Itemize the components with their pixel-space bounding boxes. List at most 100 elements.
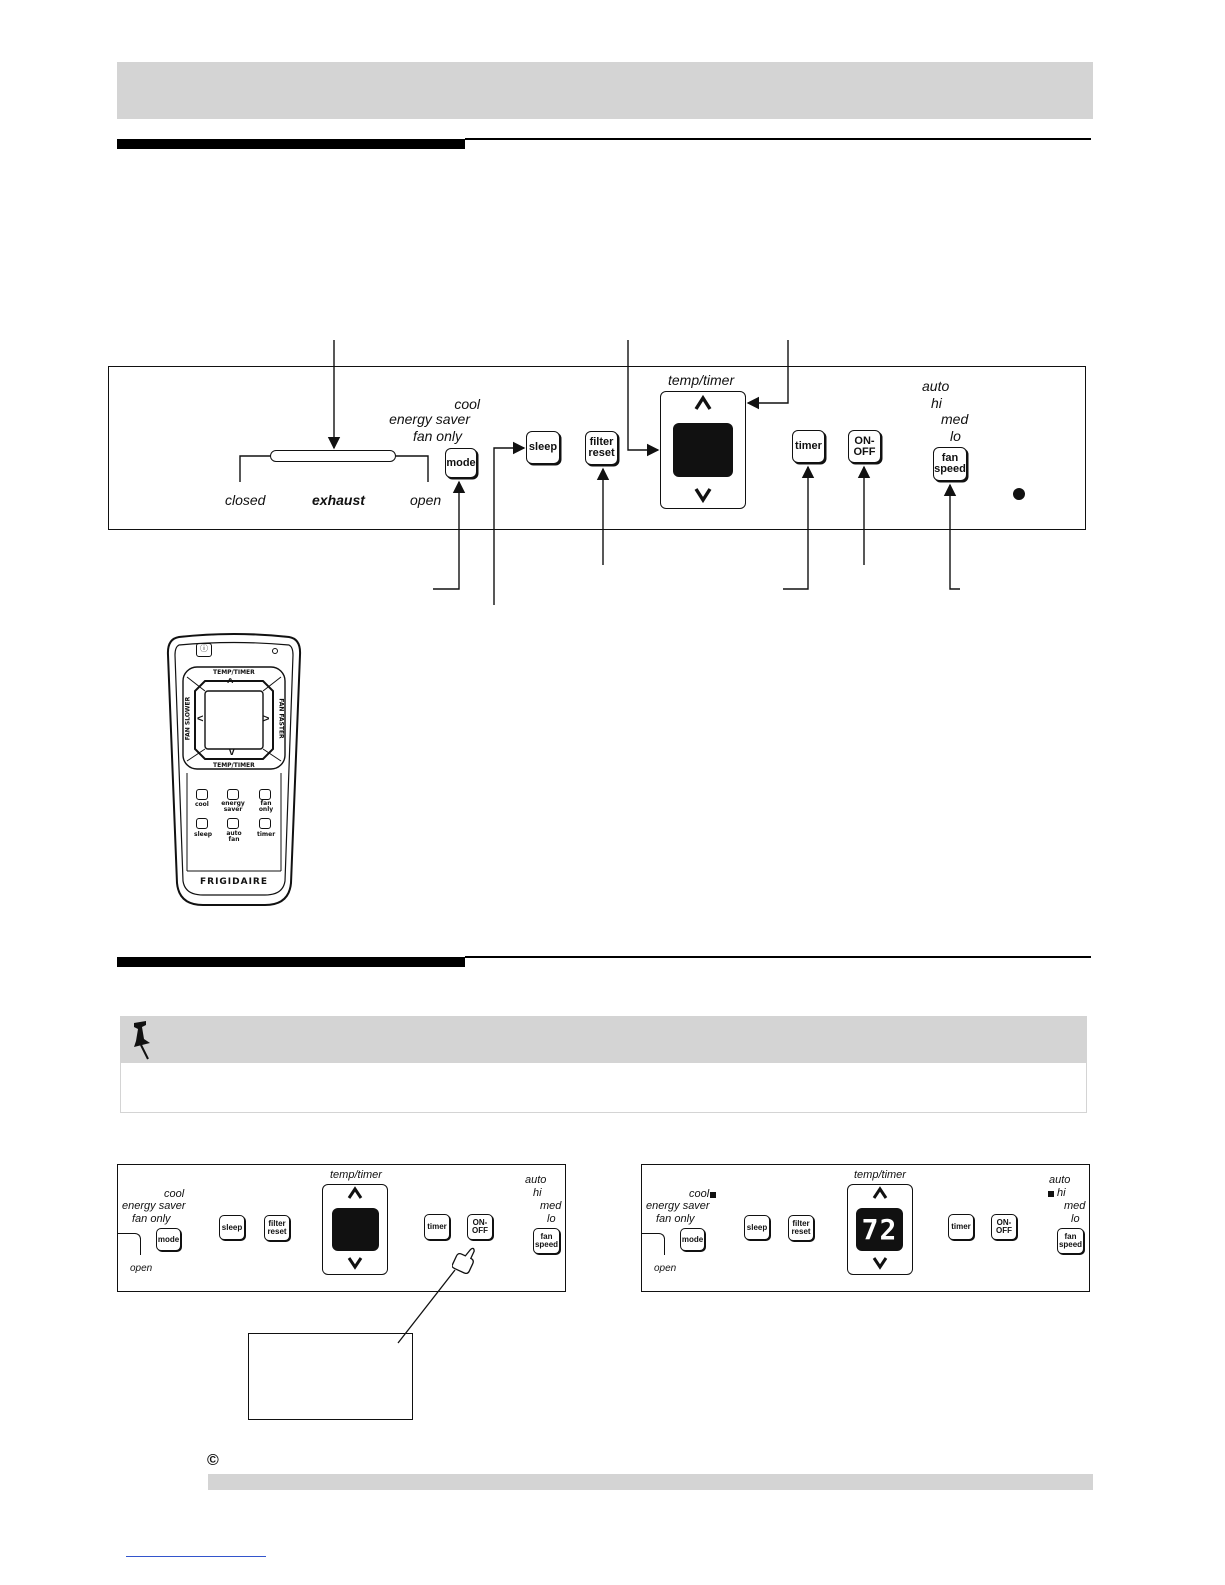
left-temp-display — [332, 1208, 379, 1251]
section-rule-thick-2 — [117, 957, 465, 967]
right-fan-lo: lo — [1071, 1213, 1080, 1225]
temp-down-button[interactable] — [690, 484, 716, 508]
left-fan-lo: lo — [547, 1213, 556, 1225]
exhaust-label: exhaust — [312, 492, 365, 508]
mode-option-energy-saver: energy saver — [389, 411, 470, 427]
remote-energy-saver-label: energy saver — [221, 800, 245, 813]
remote-cool-button[interactable] — [196, 789, 208, 800]
left-mode-energy-saver: energy saver — [122, 1200, 186, 1212]
exhaust-closed-label: closed — [225, 492, 266, 508]
mode-option-cool: cool — [454, 396, 480, 412]
power-icon: ⓘ — [200, 644, 208, 653]
fan-option-lo: lo — [950, 428, 961, 444]
remote-temp-timer-bottom: TEMP/TIMER — [213, 762, 255, 769]
right-fan-auto: auto — [1049, 1174, 1071, 1186]
note-header — [120, 1016, 1087, 1063]
exhaust-open-label: open — [410, 492, 442, 508]
remote-timer-button[interactable] — [259, 818, 271, 829]
footer-bar — [208, 1474, 1093, 1490]
right-exhaust-edge — [641, 1233, 665, 1255]
left-fan-hi: hi — [533, 1187, 542, 1199]
power-button[interactable]: ⓘ — [196, 643, 212, 657]
copyright-icon: © — [207, 1452, 219, 1469]
remote-down-button[interactable]: v — [229, 747, 235, 758]
remote-up-button[interactable]: ^ — [227, 677, 234, 689]
right-temp-up-button[interactable] — [868, 1184, 892, 1204]
remote-sleep-button[interactable] — [196, 818, 208, 829]
temp-display — [673, 423, 733, 477]
note-body — [120, 1063, 1087, 1113]
fan-option-auto: auto — [922, 378, 950, 394]
callout-box — [248, 1333, 413, 1420]
right-temp-display: 72 — [856, 1208, 903, 1251]
left-on-off-button[interactable]: ON-OFF — [467, 1214, 493, 1240]
left-temp-timer-label: temp/timer — [330, 1169, 382, 1181]
remote-brand-logo: FRIGIDAIRE — [199, 877, 269, 887]
remote-auto-fan-label: auto fan — [226, 830, 242, 843]
right-temp-down-button[interactable] — [868, 1254, 892, 1274]
fan-option-med: med — [941, 411, 969, 427]
right-mode-fan-only: fan only — [656, 1213, 695, 1225]
section-rule-thin — [465, 138, 1091, 140]
right-mode-cool: cool — [689, 1188, 710, 1200]
mode-button[interactable]: mode — [445, 448, 477, 478]
remote-temp-timer-top: TEMP/TIMER — [213, 669, 255, 676]
remote-left-button[interactable]: < — [197, 713, 204, 725]
right-temp-timer-label: temp/timer — [854, 1169, 906, 1181]
indicator-dot — [1013, 488, 1025, 500]
temp-timer-label: temp/timer — [668, 372, 735, 388]
left-mode-button[interactable]: mode — [156, 1228, 181, 1251]
left-open-label: open — [130, 1263, 153, 1274]
right-temp-value: 72 — [861, 1213, 898, 1246]
left-mode-fan-only: fan only — [132, 1213, 171, 1225]
remote-timer-label: timer — [257, 831, 276, 838]
on-off-button[interactable]: ON-OFF — [848, 430, 881, 463]
exhaust-slider[interactable] — [270, 450, 396, 462]
left-fan-med: med — [540, 1200, 562, 1212]
right-hi-indicator — [1048, 1191, 1054, 1197]
fan-option-hi: hi — [931, 395, 942, 411]
remote-fan-only-button[interactable] — [259, 789, 271, 800]
mode-option-fan-only: fan only — [412, 428, 462, 444]
right-open-label: open — [654, 1263, 677, 1274]
timer-button[interactable]: timer — [792, 430, 825, 463]
right-timer-button[interactable]: timer — [948, 1214, 974, 1240]
right-cool-indicator — [710, 1192, 716, 1198]
remote-cool-label: cool — [195, 801, 209, 808]
right-mode-energy-saver: energy saver — [646, 1200, 710, 1212]
remote-control: ⓘ TEMP/TIMER TEMP/TIMER FAN SLOWER FAN F… — [165, 633, 303, 909]
right-on-off-button[interactable]: ON-OFF — [991, 1214, 1017, 1240]
left-temp-up-button[interactable] — [343, 1184, 367, 1204]
left-mode-cool: cool — [164, 1188, 185, 1200]
right-fan-med: med — [1064, 1200, 1086, 1212]
left-temp-down-button[interactable] — [343, 1254, 367, 1274]
left-exhaust-edge — [117, 1233, 141, 1255]
remote-auto-fan-button[interactable] — [227, 818, 239, 829]
pointing-hand-icon — [451, 1244, 478, 1275]
right-fan-hi: hi — [1057, 1187, 1066, 1199]
right-sleep-button[interactable]: sleep — [744, 1215, 770, 1240]
section-rule-thin-2 — [465, 956, 1091, 958]
sleep-button[interactable]: sleep — [526, 431, 560, 464]
section-rule-thick — [117, 139, 465, 149]
footer-link-underline[interactable] — [126, 1556, 266, 1557]
remote-fan-only-label: fan only — [258, 800, 274, 813]
temp-up-button[interactable] — [690, 392, 716, 416]
remote-right-button[interactable]: > — [263, 713, 270, 725]
right-mode-button[interactable]: mode — [680, 1228, 705, 1251]
left-fan-auto: auto — [525, 1174, 547, 1186]
remote-energy-saver-button[interactable] — [227, 789, 239, 800]
left-timer-button[interactable]: timer — [424, 1214, 450, 1240]
header-bar — [117, 62, 1093, 119]
pushpin-icon — [128, 1019, 160, 1061]
remote-sleep-label: sleep — [194, 831, 213, 838]
left-sleep-button[interactable]: sleep — [219, 1215, 245, 1240]
